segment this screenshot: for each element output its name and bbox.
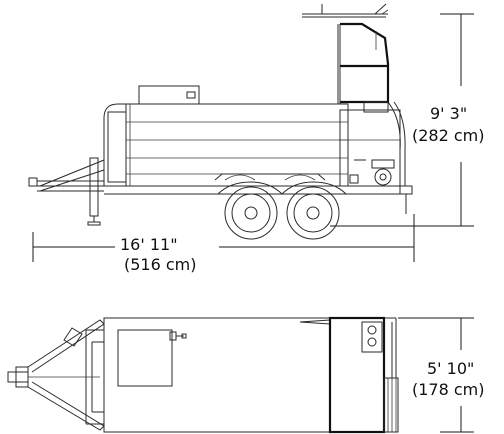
top-hitch xyxy=(7,319,105,431)
wheel-rear xyxy=(286,186,340,240)
width-dimension xyxy=(398,317,474,433)
tank xyxy=(103,85,349,187)
wheel-front xyxy=(224,186,278,240)
jack-stand xyxy=(87,157,101,226)
height-dimension xyxy=(330,13,474,227)
suspension-bracket xyxy=(214,173,326,181)
top-ladder xyxy=(383,377,399,433)
fender xyxy=(217,181,347,195)
top-frame xyxy=(85,329,104,425)
top-view: 5' 10" (178 cm) xyxy=(7,316,485,434)
pump-engine xyxy=(339,109,401,187)
height-metric-label: (282 cm) xyxy=(412,126,485,145)
suspension-spring xyxy=(224,174,316,181)
width-label: 5' 10" xyxy=(427,359,474,378)
length-label: 16' 11" xyxy=(120,235,178,254)
height-label: 9' 3" xyxy=(430,104,467,123)
length-dimension xyxy=(32,214,415,262)
length-metric-label: (516 cm) xyxy=(124,255,197,274)
width-metric-label: (178 cm) xyxy=(412,380,485,399)
top-tank xyxy=(103,317,331,433)
tower-platform xyxy=(302,3,406,186)
side-view: 16' 11" (516 cm) 9' 3" (282 cm) xyxy=(28,3,485,274)
top-platform xyxy=(299,316,397,434)
frame-rails xyxy=(104,185,413,214)
